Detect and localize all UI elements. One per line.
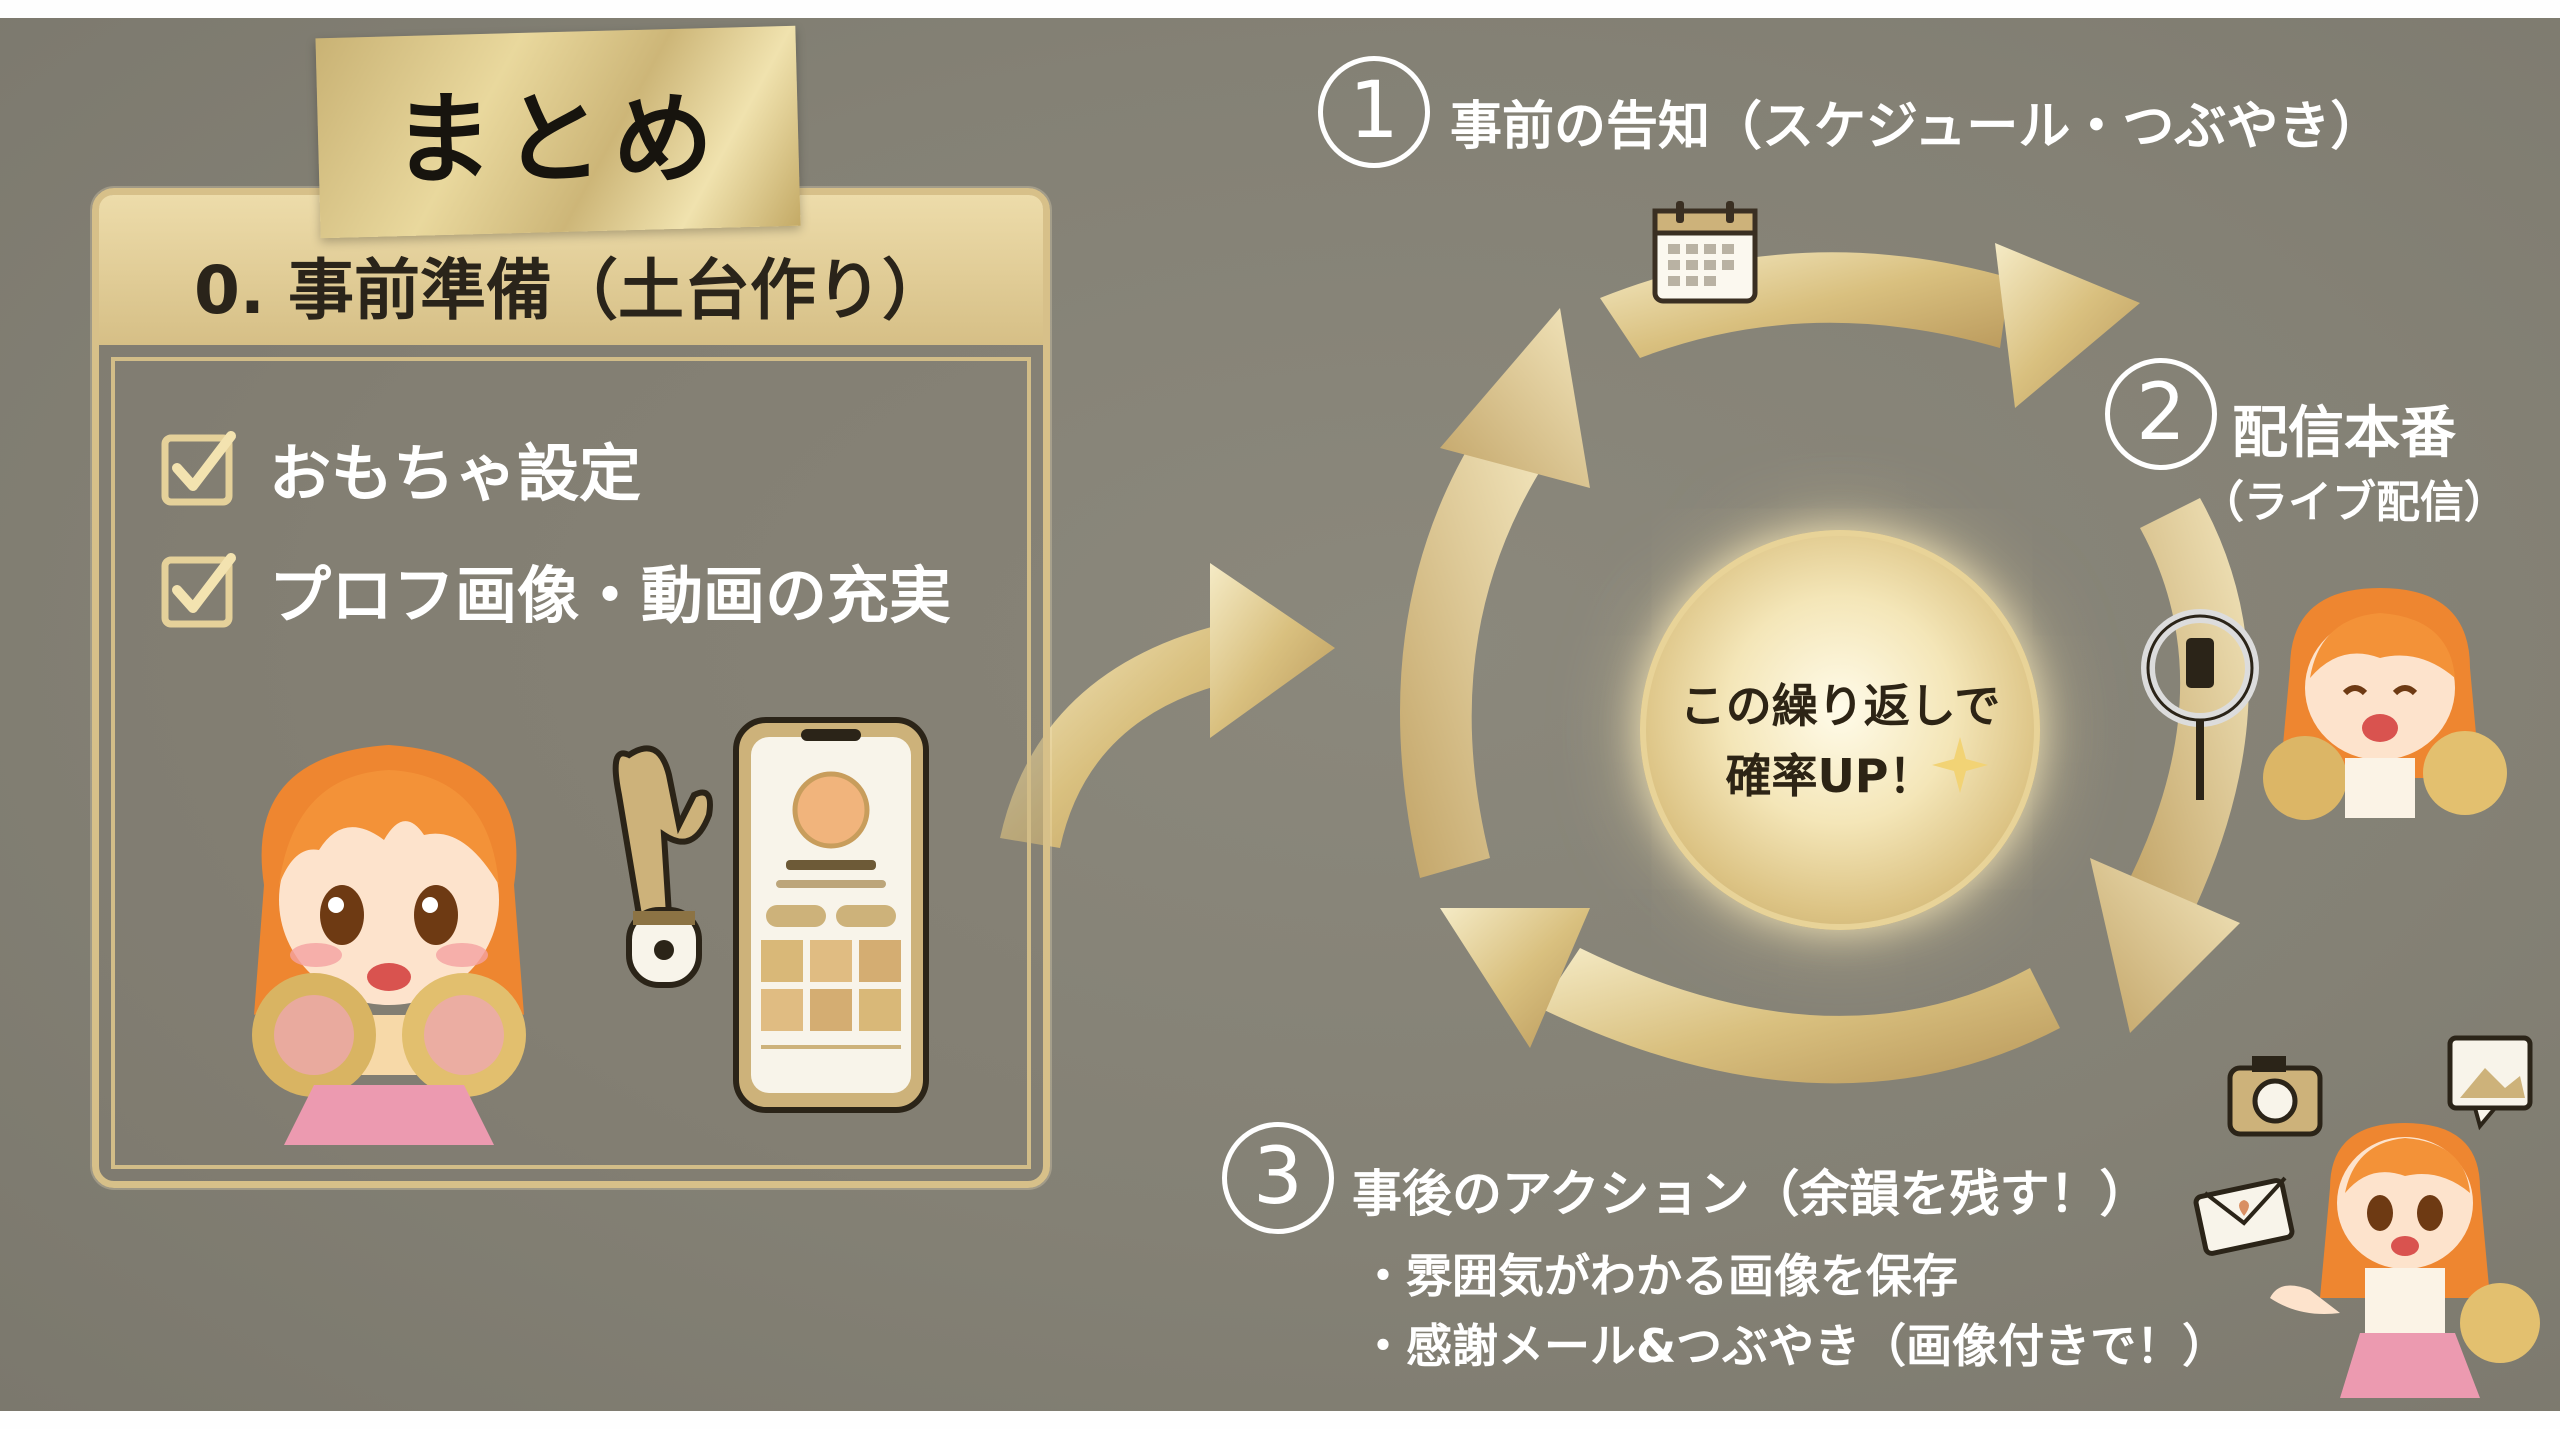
cycle-arrows: [1000, 243, 2249, 1084]
checklist-label: おもちゃ設定: [269, 437, 642, 510]
smartphone-profile-icon: [733, 717, 929, 1113]
image-card-icon: [2447, 1035, 2533, 1131]
connector-arrowhead: [1210, 563, 1335, 738]
summary-slide: まとめ 0. 事前準備（土台作り） おもちゃ設定 プロフ画像・動画の充実: [0, 18, 2560, 1411]
cheerleader-blushing-illustration: [252, 745, 526, 1145]
checklist-item: おもちゃ設定: [159, 423, 641, 513]
summary-title: まとめ: [393, 81, 723, 198]
step-1-title: 事前の告知（スケジュール・つぶやき）: [1450, 97, 2383, 157]
arrowhead-bottom: [1440, 908, 1590, 1048]
center-repeat-disc: この繰り返しで 確率UP！: [1640, 530, 2040, 930]
calendar-icon: [1652, 201, 1758, 304]
check-icon: [161, 553, 236, 628]
preparation-panel: 0. 事前準備（土台作り） おもちゃ設定 プロフ画像・動画の充実: [92, 188, 1050, 1188]
check-icon: [161, 431, 236, 506]
step-number-badge: 1: [1318, 56, 1430, 168]
envelope-heart-icon: [2193, 1176, 2295, 1256]
checklist-label: プロフ画像・動画の充実: [269, 559, 952, 632]
arrowhead-right: [2090, 858, 2240, 1033]
step-number-badge: 3: [1222, 1122, 1334, 1234]
step-2-subtitle: （ライブ配信）: [2200, 477, 2508, 528]
step-3-bullet: ・感謝メール&つぶやき（画像付きで！）: [1360, 1319, 2229, 1373]
checklist-item: プロフ画像・動画の充実: [159, 545, 951, 635]
ring-light-icon: [2141, 609, 2259, 800]
center-text-line1: この繰り返しで: [1679, 679, 2001, 733]
sparkle-icon: [1932, 737, 1988, 793]
connector-arrow: [1000, 618, 1250, 848]
step-3-title: 事後のアクション（余韻を残す！）: [1352, 1165, 2150, 1223]
arrowhead-left: [1440, 308, 1590, 488]
toy-icon: [612, 745, 713, 988]
step-3-bullet: ・雰囲気がわかる画像を保存: [1360, 1249, 1958, 1303]
preparation-inner-frame: [111, 357, 1031, 1169]
arc-arrow-left: [1400, 428, 1545, 878]
cheerleader-waving-illustration: [2193, 1035, 2540, 1398]
step-number-badge: 2: [2105, 358, 2217, 470]
arc-arrow-bottom: [1540, 948, 2060, 1084]
camera-icon: [2227, 1056, 2323, 1137]
step-2-title: 配信本番: [2232, 401, 2456, 466]
cheerleader-streaming-illustration: [2141, 588, 2507, 820]
center-text-line2: 確率UP！: [1725, 749, 1935, 803]
arrowhead-top: [1995, 243, 2140, 408]
arc-arrow-right: [2130, 498, 2249, 908]
preparation-title: 0. 事前準備（土台作り）: [194, 252, 948, 329]
